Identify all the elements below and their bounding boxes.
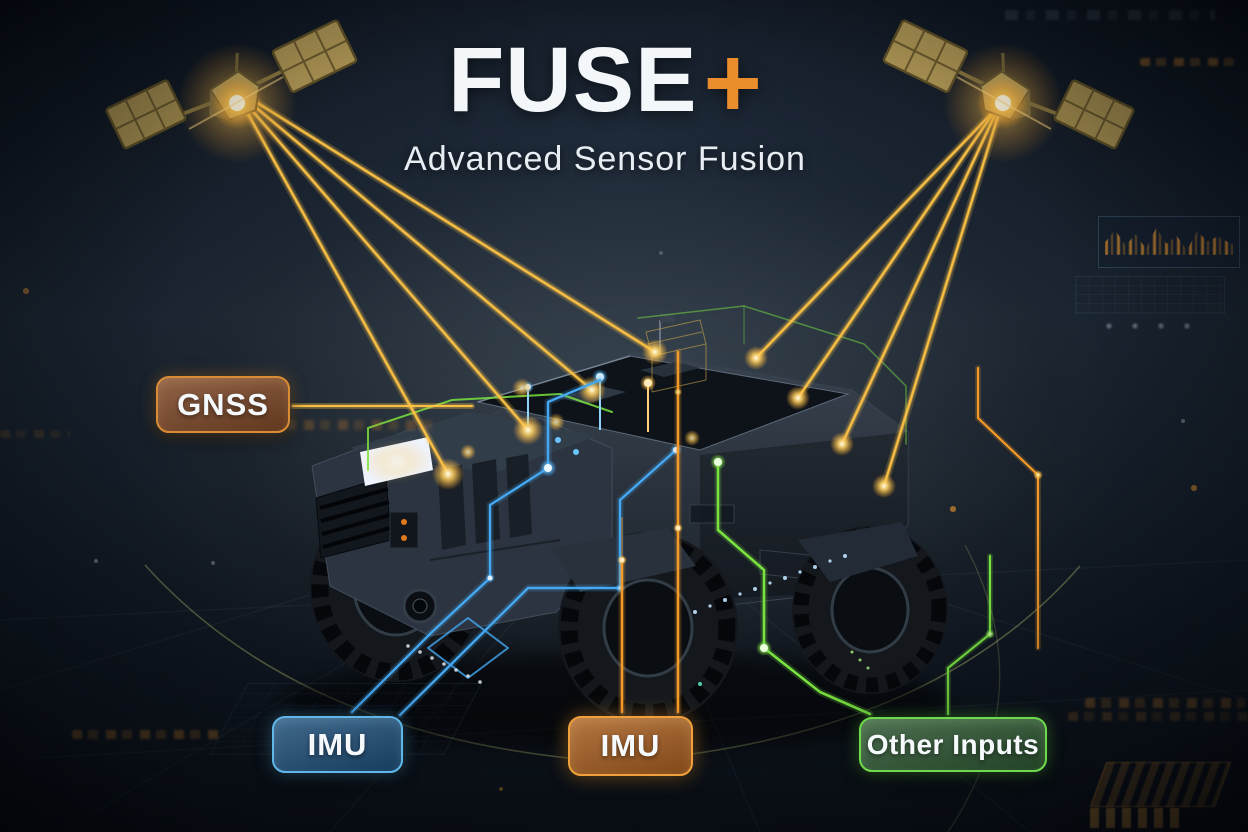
- gnss-label: GNSS: [156, 376, 290, 433]
- header: FUSE+ Advanced Sensor Fusion: [0, 27, 1210, 179]
- imu-center-label: IMU: [568, 716, 693, 776]
- page-title: FUSE+: [448, 27, 762, 139]
- subtitle: Advanced Sensor Fusion: [404, 140, 806, 178]
- imu-center-label-text: IMU: [600, 728, 661, 763]
- other-inputs-label: Other Inputs: [859, 717, 1047, 772]
- imu-left-label: IMU: [272, 716, 403, 773]
- title-text: FUSE: [448, 29, 698, 131]
- imu-left-label-text: IMU: [307, 726, 368, 762]
- gnss-label-text: GNSS: [177, 386, 269, 422]
- other-inputs-label-text: Other Inputs: [866, 728, 1040, 760]
